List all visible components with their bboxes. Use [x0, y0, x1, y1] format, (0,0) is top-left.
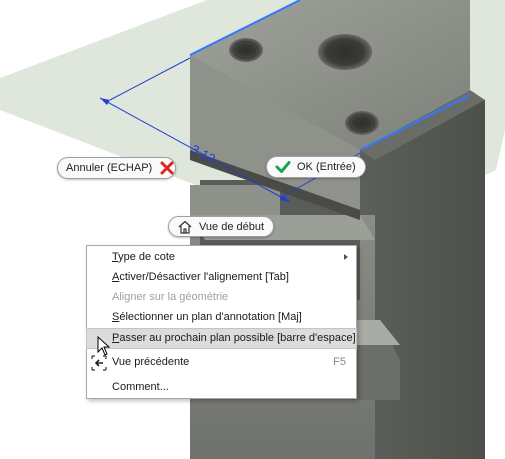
green-check-icon — [275, 159, 291, 175]
menu-item-next-plane[interactable]: Passer au prochain plan possible [barre … — [86, 328, 357, 349]
context-menu: Type de cote Activer/Désactiver l'aligne… — [86, 245, 357, 399]
ok-button[interactable]: OK (Entrée) — [266, 156, 366, 178]
part-overhang-shadow — [190, 150, 360, 220]
hole-small-left — [229, 38, 263, 62]
menu-item-comment[interactable]: Comment... — [112, 381, 169, 393]
home-view-button[interactable]: Vue de début — [168, 216, 274, 237]
menu-item-align-geometry: Aligner sur la géométrie — [112, 291, 229, 303]
part-inner-step — [190, 185, 280, 215]
part-top-right — [360, 90, 485, 160]
menu-item-type-de-cote[interactable]: Type de cote — [87, 248, 356, 267]
mouse-cursor-icon — [97, 336, 111, 356]
previous-view-icon — [91, 355, 107, 371]
hole-small-right — [345, 111, 379, 135]
home-view-label: Vue de début — [199, 220, 265, 233]
shortcut-f5: F5 — [333, 356, 346, 368]
ok-button-label: OK (Entrée) — [297, 161, 356, 173]
home-icon — [177, 219, 193, 235]
selected-edges — [189, 0, 471, 151]
cancel-button[interactable]: Annuler (ECHAP) — [57, 157, 176, 179]
menu-item-select-annotation-plane[interactable]: Sélectionner un plan d'annotation [Maj] — [112, 311, 302, 323]
menu-item-previous-view[interactable]: Vue précédente F5 — [87, 353, 356, 372]
menu-item-toggle-alignment[interactable]: Activer/Désactiver l'alignement [Tab] — [112, 271, 289, 283]
cancel-button-label: Annuler (ECHAP) — [66, 162, 153, 174]
red-x-icon — [159, 160, 175, 176]
hole-large — [318, 34, 372, 70]
submenu-arrow-icon — [344, 254, 348, 260]
